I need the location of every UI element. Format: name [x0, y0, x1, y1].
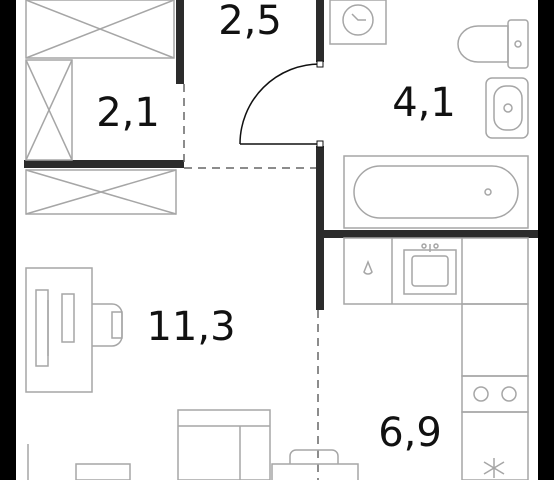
- dining-table-icon: [271, 463, 359, 480]
- chair-icon: [92, 303, 123, 347]
- monitor-icon: [35, 289, 49, 367]
- wall-bathroom-bottom: [316, 230, 538, 238]
- zone-lines: [183, 84, 319, 480]
- stove-icon: [461, 375, 529, 413]
- area-label-storage: 2,5: [218, 0, 282, 44]
- wall-bathroom-left-lower: [316, 146, 324, 310]
- door-icon: [239, 60, 324, 148]
- interior-walls: [24, 0, 538, 310]
- storage-shelves: [25, 0, 175, 59]
- sink-icon: [485, 77, 529, 139]
- detergent-icon: [363, 259, 373, 275]
- area-labels: 2,5 2,1 4,1 11,3 6,9: [96, 0, 456, 456]
- kitchen-cabinets: [461, 303, 529, 480]
- area-label-living: 11,3: [146, 304, 235, 350]
- toilet-icon: [457, 19, 529, 69]
- area-label-bathroom: 4,1: [392, 80, 456, 126]
- area-label-wardrobe: 2,1: [96, 90, 160, 136]
- desk-icon: [25, 267, 123, 393]
- sofa-icon: [177, 409, 271, 480]
- bottom-furniture: [27, 409, 359, 480]
- table-icon: [75, 463, 131, 480]
- wall-storage-right: [176, 0, 184, 84]
- wall-wardrobe-bottom: [24, 160, 184, 168]
- outer-wall-right: [538, 0, 554, 480]
- snowflake-icon: [483, 458, 505, 478]
- outer-wall-left: [0, 0, 16, 480]
- area-label-kitchen: 6,9: [378, 410, 442, 456]
- wall-bathroom-left-upper: [316, 0, 324, 62]
- wardrobe-cabinet-lower: [25, 169, 177, 215]
- washing-machine-icon: [329, 0, 387, 45]
- kitchen-counter: [343, 237, 529, 305]
- bathtub-icon: [343, 155, 529, 229]
- wardrobe-cabinet: [25, 59, 73, 161]
